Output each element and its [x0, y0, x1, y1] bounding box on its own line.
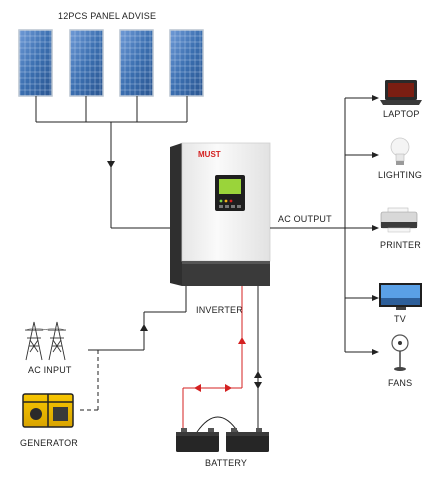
ac-input-wiring: [88, 286, 187, 351]
solar-panel-icon: [69, 29, 104, 97]
arrow-left-icon: [194, 384, 201, 392]
solar-panel-icon: [169, 29, 204, 97]
battery-label: BATTERY: [205, 458, 247, 468]
generator-icon: [22, 393, 74, 428]
status-led-icon: [224, 199, 228, 203]
ac-input-label: AC INPUT: [28, 365, 72, 375]
battery-icon: [176, 428, 219, 452]
ac-output-wiring: [270, 97, 372, 353]
control-button: [237, 205, 241, 208]
load-label-fans: FANS: [388, 378, 412, 388]
generator-label: GENERATOR: [20, 438, 78, 448]
power-lines: [24, 328, 67, 331]
inverter-label: INVERTER: [196, 305, 243, 315]
laptop-icon: [380, 80, 422, 105]
status-led-icon: [229, 199, 233, 203]
battery-icon: [226, 428, 269, 452]
control-button: [219, 205, 223, 208]
battery-wiring: [182, 286, 259, 433]
fan-icon: [391, 334, 409, 371]
load-label-printer: PRINTER: [380, 240, 421, 250]
arrow-up-icon: [140, 324, 148, 331]
transmission-tower-icon: [48, 321, 66, 361]
load-label-laptop: LAPTOP: [383, 109, 420, 119]
lcd-display: [219, 179, 241, 194]
control-button: [231, 205, 235, 208]
arrow-down-icon: [107, 161, 115, 168]
ac-output-label: AC OUTPUT: [278, 214, 332, 224]
status-led-icon: [219, 199, 223, 203]
arrow-down-icon: [254, 382, 262, 389]
brand-logo: MUST: [198, 150, 221, 159]
load-label-lighting: LIGHTING: [378, 170, 422, 180]
printer-icon: [380, 207, 418, 233]
arrow-right-icon: [372, 349, 379, 355]
arrow-right-icon: [372, 95, 379, 101]
generator-wiring: [77, 350, 99, 411]
load-label-tv: TV: [394, 314, 406, 324]
tv-icon: [379, 283, 422, 310]
inverter-unit: MUST: [170, 142, 271, 286]
arrow-up-icon: [238, 337, 246, 344]
arrow-right-icon: [372, 295, 379, 301]
panel-wiring: [35, 96, 188, 229]
arrow-right-icon: [225, 384, 232, 392]
arrow-right-icon: [372, 225, 379, 231]
solar-panel-icon: [18, 29, 53, 97]
arrow-up-icon: [254, 371, 262, 378]
control-button: [225, 205, 229, 208]
light-bulb-icon: [390, 137, 410, 165]
transmission-tower-icon: [25, 321, 43, 361]
solar-panel-icon: [119, 29, 154, 97]
panels-title: 12PCS PANEL ADVISE: [58, 11, 156, 21]
solar-panel-array: [18, 29, 204, 97]
arrow-right-icon: [372, 152, 379, 158]
